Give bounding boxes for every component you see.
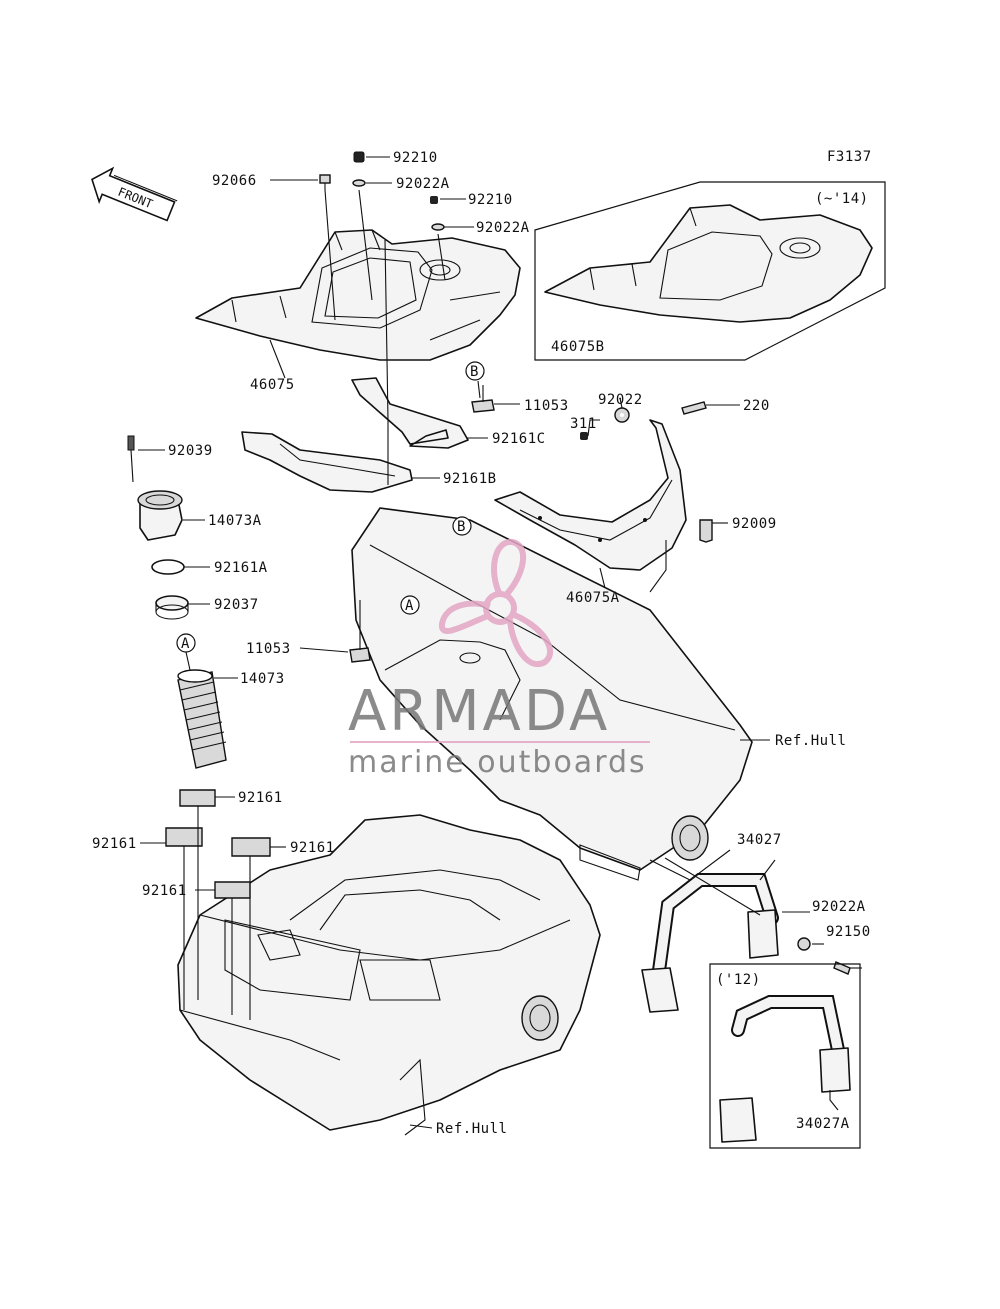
label-14073a: 14073A — [208, 513, 262, 529]
clamp-92037 — [155, 595, 189, 620]
bolt-92150-icon — [833, 961, 851, 975]
circle-callout-b-top: B — [465, 361, 485, 381]
label-92039: 92039 — [168, 443, 213, 459]
label-14073: 14073 — [240, 671, 285, 687]
figure-code: F3137 — [827, 149, 872, 165]
label-92161c: 92161C — [492, 431, 546, 447]
label-ref-hull-lower: Ref.Hull — [436, 1121, 507, 1137]
label-92022a-3: 92022A — [812, 899, 866, 915]
grab-bar-34027 — [641, 873, 779, 1013]
bolt-220-icon — [681, 401, 707, 415]
nut-92210b-icon — [430, 196, 438, 204]
part-labels: 92066 92210 92022A 92210 92022A (~'14) 4… — [92, 150, 871, 1137]
label-11053-b: 11053 — [246, 641, 291, 657]
label-46075a: 46075A — [566, 590, 620, 606]
patch-92161-4 — [214, 881, 251, 899]
patch-92161-3 — [231, 837, 271, 857]
svg-text:B: B — [457, 519, 466, 535]
washer-92022a-c-icon — [797, 937, 811, 951]
label-34027a: 34027A — [796, 1116, 850, 1132]
leader-lines — [138, 156, 862, 1129]
deck-cover-46075 — [195, 229, 521, 361]
label-92066: 92066 — [212, 173, 257, 189]
pipe-cap-14073a — [137, 490, 183, 541]
watermark-brand: ARMADA — [348, 679, 610, 744]
hull-upper-ref — [351, 507, 753, 881]
label-34027: 34027 — [737, 832, 782, 848]
label-46075: 46075 — [250, 377, 295, 393]
circle-callout-a-left: A — [176, 633, 196, 653]
label-92022a-1: 92022A — [396, 176, 450, 192]
bracket-11053-icon — [471, 385, 495, 413]
nut-92210-icon — [353, 151, 365, 163]
variant-lower: ('12) — [716, 972, 761, 988]
screw-92039-icon — [127, 435, 135, 483]
circle-callout-a-hull: A — [400, 595, 420, 615]
svg-text:B: B — [470, 364, 479, 380]
svg-text:A: A — [405, 598, 414, 614]
label-92161-3: 92161 — [290, 840, 335, 856]
label-92161-4: 92161 — [142, 883, 187, 899]
label-92161a: 92161A — [214, 560, 268, 576]
propeller-logo-icon — [439, 539, 554, 668]
label-92022a-2: 92022A — [476, 220, 530, 236]
label-46075b: 46075B — [551, 339, 605, 355]
washer-92022-icon — [614, 407, 630, 423]
watermark: ARMADA marine outboards — [348, 539, 650, 780]
gasket-92161b — [241, 431, 413, 493]
hose-14073 — [177, 669, 227, 769]
bolt-92066-icon — [319, 174, 331, 190]
deck-cover-46075b-box — [534, 181, 886, 361]
variant-upper: (~'14) — [815, 191, 869, 207]
bolt-92009-icon — [699, 519, 713, 543]
washer-92022a-b-icon — [431, 223, 445, 231]
front-arrow-icon: FRONT — [91, 166, 178, 222]
svg-text:A: A — [181, 636, 190, 652]
label-92161b: 92161B — [443, 471, 497, 487]
screw-311-icon — [580, 432, 588, 440]
hull-lower-ref — [177, 814, 601, 1136]
label-11053-a: 11053 — [524, 398, 569, 414]
label-92009: 92009 — [732, 516, 777, 532]
label-ref-hull-upper: Ref.Hull — [775, 733, 846, 749]
label-92161-1: 92161 — [238, 790, 283, 806]
label-92210a: 92210 — [393, 150, 438, 166]
label-92022: 92022 — [598, 392, 643, 408]
washer-92022a-icon — [352, 179, 366, 187]
patch-92161-1 — [179, 789, 216, 807]
rear-cover-46075a — [494, 419, 687, 571]
label-92037: 92037 — [214, 597, 259, 613]
watermark-tagline: marine outboards — [348, 745, 647, 780]
gasket-92161c — [351, 377, 469, 449]
label-311: 311 — [570, 416, 597, 432]
label-92210b: 92210 — [468, 192, 513, 208]
label-92161-2: 92161 — [92, 836, 137, 852]
patch-92161-2 — [165, 827, 203, 847]
label-92150: 92150 — [826, 924, 871, 940]
grab-bar-34027a-box — [709, 963, 861, 1149]
bracket-11053b-icon — [349, 647, 371, 663]
o-ring-92161a — [151, 559, 185, 575]
circle-callout-b-hull: B — [452, 516, 472, 536]
label-220: 220 — [743, 398, 770, 414]
